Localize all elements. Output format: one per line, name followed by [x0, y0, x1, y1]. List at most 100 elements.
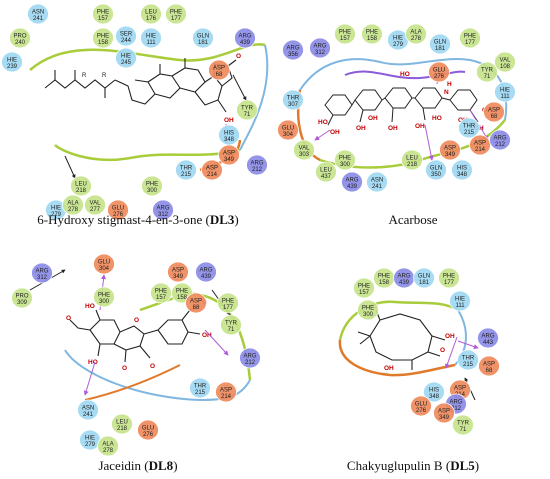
pocket-outline [29, 43, 266, 71]
residue-bubble [428, 61, 450, 83]
atom-label: HO [318, 119, 328, 126]
residue-bubble [31, 262, 53, 284]
residue-number: 218 [76, 188, 87, 194]
pocket-outline [338, 300, 459, 341]
residue-number: 68 [193, 305, 200, 311]
panel-dl5: O OH OH O PHE158PHE157ARG439GLN181PHE177… [338, 267, 500, 473]
atom-label: H [447, 81, 452, 88]
residue-number: 276 [434, 74, 445, 80]
residue-bubble [425, 159, 447, 181]
atom-label: OH [445, 333, 455, 340]
residue-name: ARG [199, 268, 212, 274]
residue-name: HIS [224, 131, 234, 137]
residue-name: ARG [286, 46, 299, 52]
residue-name: TYR [241, 106, 254, 112]
residue-number: 439 [201, 274, 212, 280]
ligand-acarbose [324, 87, 479, 126]
residue-bubble [366, 171, 388, 193]
residue-number: 111 [146, 40, 156, 46]
residue-bubble [167, 261, 189, 283]
residue-number: 68 [491, 114, 498, 120]
caption-acarbose: Acarbose [388, 212, 437, 227]
atom-label: HO [432, 115, 442, 122]
residue-name: ASN [371, 178, 383, 184]
residue-name: GLN [418, 274, 430, 280]
residue-number: 158 [98, 40, 109, 46]
residue-name: ASP [454, 386, 466, 392]
atom-label: R [102, 73, 107, 79]
residue-bubble [62, 194, 84, 216]
residue-bubble [97, 435, 119, 457]
hbond-arrow [445, 336, 458, 369]
residue-name: PHE [97, 10, 109, 16]
residue-bubble [165, 3, 187, 25]
atom-label: HO [400, 71, 410, 78]
residue-name: PHE [339, 156, 351, 162]
atom-label: O [134, 317, 139, 324]
residue-bubble [423, 381, 445, 403]
residue-bubble [192, 27, 214, 49]
residue-number: 437 [321, 174, 332, 180]
residue-bubble [334, 23, 356, 45]
residue-name: PHE [366, 30, 378, 36]
residue-bubble [84, 194, 106, 216]
residue-number: 304 [99, 266, 110, 272]
hbond-arrow [424, 124, 434, 161]
residue-number: 279 [51, 212, 62, 218]
residue-name: GLN [430, 166, 442, 172]
atom-label: OH [330, 129, 340, 136]
residue-name: HIE [121, 54, 131, 60]
residue-name: THR [194, 384, 207, 390]
atom-label: OH [202, 332, 212, 339]
residue-number: 215 [195, 390, 206, 396]
residue-name: TYR [481, 68, 494, 74]
residue-bubble [215, 381, 237, 403]
residue-name: PRO [15, 294, 28, 300]
residue-name: ASP [444, 146, 456, 152]
residue-name: SER [120, 32, 133, 38]
residue-number: 304 [283, 132, 294, 138]
atom-label: OH [388, 125, 398, 132]
residue-number: 349 [445, 152, 456, 158]
residue-number: 108 [500, 64, 511, 70]
residue-name: TYR [457, 421, 470, 427]
residue-name: LEU [75, 182, 87, 188]
residue-number: 181 [198, 40, 209, 46]
residue-number: 68 [486, 368, 493, 374]
residue-number: 241 [372, 184, 383, 190]
residue-number: 177 [223, 305, 234, 311]
residue-number: 348 [457, 172, 468, 178]
residue-name: PHE [97, 34, 109, 40]
residue-name: LEU [116, 420, 128, 426]
residue-name: ASP [223, 151, 235, 157]
residue-number: 240 [15, 40, 26, 46]
residue-bubble [429, 33, 451, 55]
residue-number: 181 [419, 280, 430, 286]
residue-name: THR [463, 124, 476, 130]
residue-bubble [1, 51, 23, 73]
residue-number: 177 [465, 40, 476, 46]
residue-number: 312 [315, 50, 326, 56]
